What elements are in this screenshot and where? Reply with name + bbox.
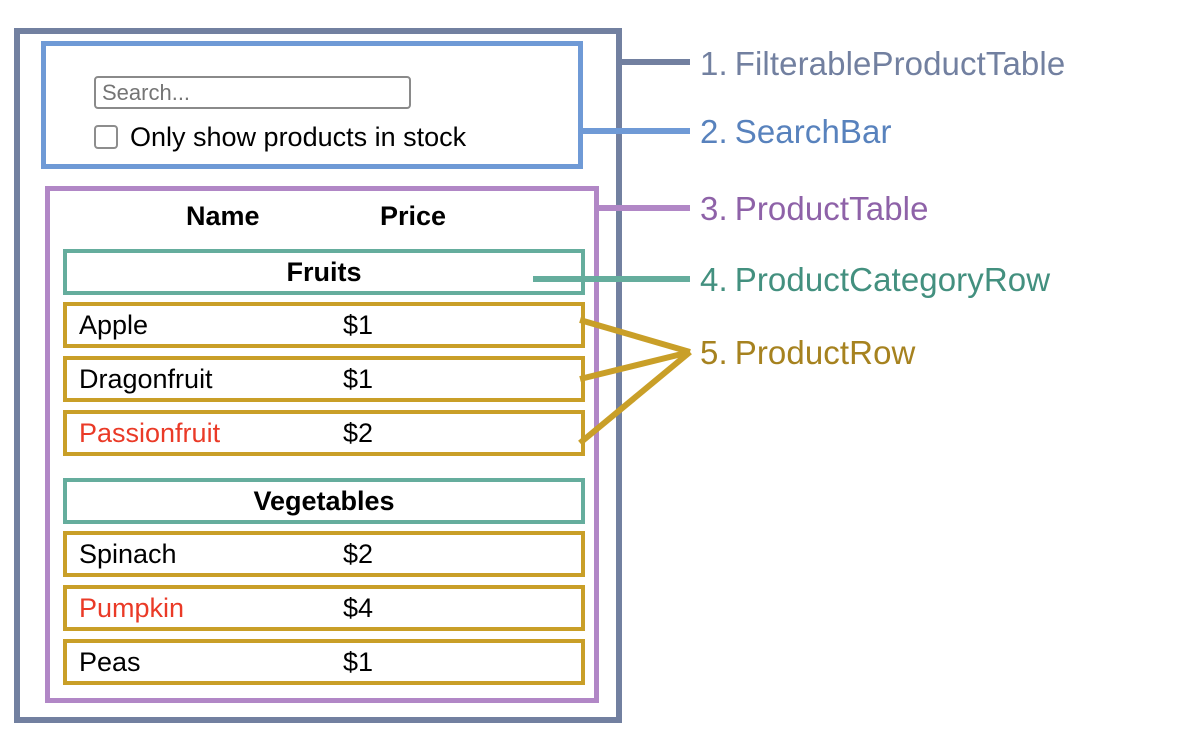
product-name-out-of-stock: Pumpkin — [79, 593, 185, 623]
product-row: Dragonfruit $1 — [63, 356, 585, 402]
product-price: $4 — [343, 593, 374, 623]
column-header-name: Name — [186, 201, 260, 231]
legend-item-search-bar: 2.SearchBar — [700, 113, 892, 151]
product-category-label: Vegetables — [253, 486, 395, 516]
legend-number: 4. — [700, 261, 728, 298]
legend-item-product-category-row: 4.ProductCategoryRow — [700, 261, 1050, 299]
legend-label: SearchBar — [734, 113, 892, 150]
legend-number: 1. — [700, 45, 728, 82]
legend-label: FilterableProductTable — [734, 45, 1066, 82]
product-row: Peas $1 — [63, 639, 585, 685]
product-name: Peas — [79, 647, 141, 677]
product-category-row: Fruits — [63, 249, 585, 295]
product-price: $2 — [343, 418, 374, 448]
legend-number: 2. — [700, 113, 728, 150]
product-price: $1 — [343, 310, 374, 340]
product-row: Passionfruit $2 — [63, 410, 585, 456]
product-row: Spinach $2 — [63, 531, 585, 577]
product-price: $1 — [343, 647, 374, 677]
product-price: $1 — [343, 364, 374, 394]
product-name: Dragonfruit — [79, 364, 213, 394]
legend-item-product-row: 5.ProductRow — [700, 334, 915, 372]
checkbox-icon[interactable] — [94, 125, 118, 149]
product-price: $2 — [343, 539, 374, 569]
legend-item-product-table: 3.ProductTable — [700, 190, 929, 228]
legend-label: ProductRow — [734, 334, 916, 371]
product-row: Apple $1 — [63, 302, 585, 348]
legend-item-filterable-product-table: 1.FilterableProductTable — [700, 45, 1065, 83]
legend-label: ProductCategoryRow — [734, 261, 1051, 298]
product-name: Apple — [79, 310, 149, 340]
product-name-out-of-stock: Passionfruit — [79, 418, 221, 448]
legend-number: 5. — [700, 334, 728, 371]
product-table-box: Name Price Fruits Apple $1 Dragonfruit $… — [45, 186, 599, 703]
product-table-header: Name Price — [50, 199, 594, 239]
product-row: Pumpkin $4 — [63, 585, 585, 631]
in-stock-checkbox-label: Only show products in stock — [130, 122, 467, 152]
legend-label: ProductTable — [734, 190, 929, 227]
in-stock-checkbox-row[interactable]: Only show products in stock — [94, 122, 466, 152]
product-category-label: Fruits — [286, 257, 362, 287]
search-input[interactable] — [94, 76, 411, 109]
column-header-price: Price — [380, 201, 447, 231]
product-name: Spinach — [79, 539, 177, 569]
legend-number: 3. — [700, 190, 728, 227]
product-category-row: Vegetables — [63, 478, 585, 524]
search-bar-box: Only show products in stock — [41, 41, 583, 169]
